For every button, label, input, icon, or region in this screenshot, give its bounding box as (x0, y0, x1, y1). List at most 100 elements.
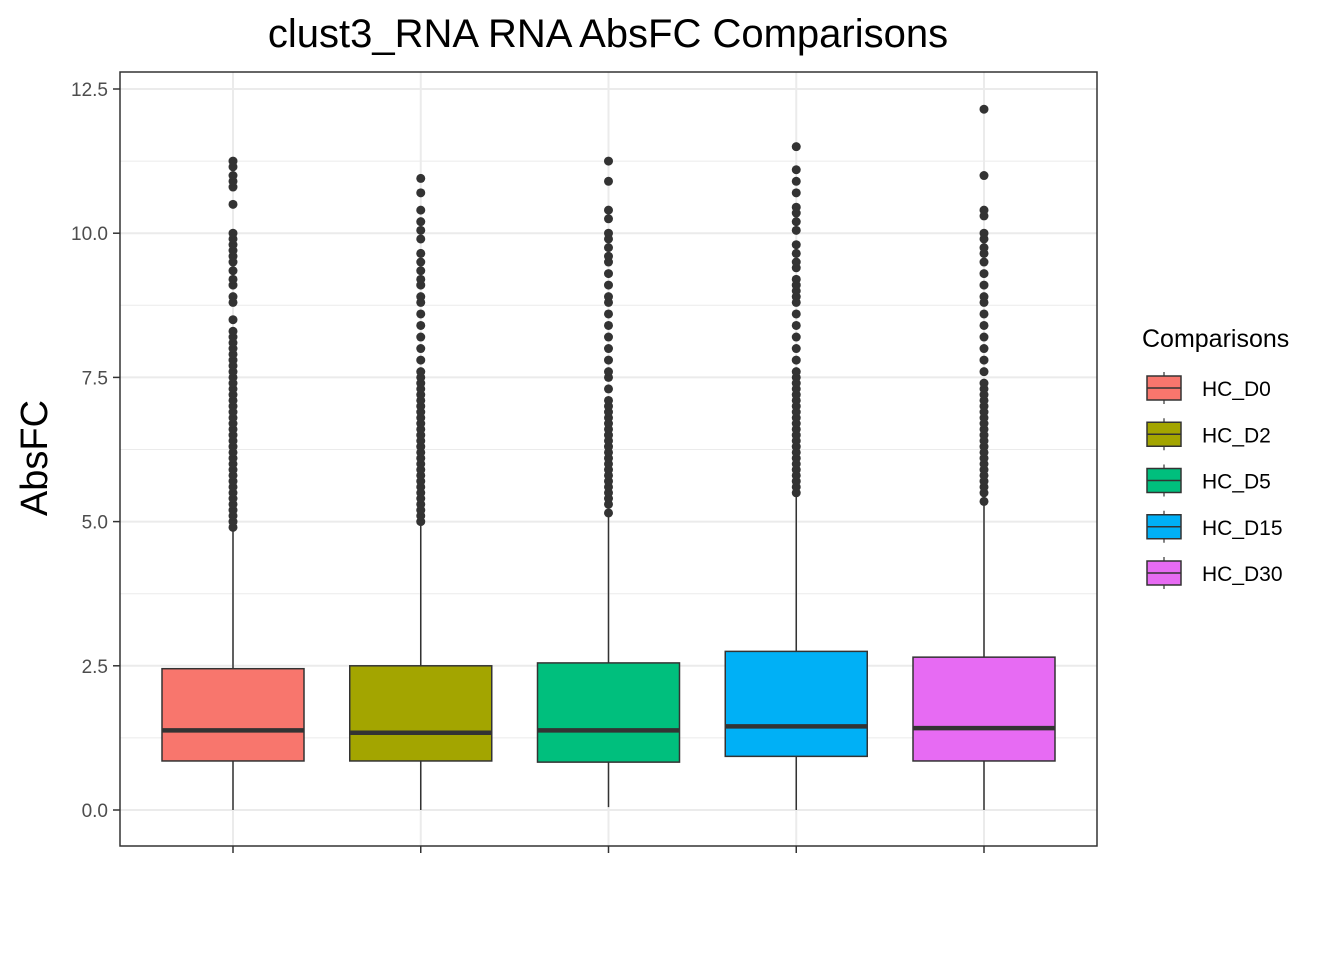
outlier-point (791, 202, 801, 212)
outlier-point (979, 367, 989, 377)
outlier-point (979, 243, 989, 253)
outlier-point (416, 332, 426, 342)
legend-title: Comparisons (1142, 325, 1289, 353)
outlier-point (416, 188, 426, 198)
legend-item-HC_D2: HC_D2 (1146, 418, 1271, 451)
outlier-point (416, 344, 426, 354)
outlier-point (416, 234, 426, 244)
y-tick-label: 10.0 (71, 224, 108, 245)
outlier-point (228, 315, 238, 325)
outlier-point (791, 248, 801, 258)
outlier-point (979, 257, 989, 267)
outlier-point (604, 228, 613, 238)
axes: 0.02.55.07.510.012.5 (71, 71, 1098, 853)
legend-item-HC_D15: HC_D15 (1146, 510, 1283, 543)
outlier-point (979, 355, 989, 365)
outlier-point (791, 355, 801, 365)
outlier-point (416, 309, 426, 319)
box-HC_D2 (349, 173, 493, 810)
outlier-point (228, 228, 238, 238)
outlier-point (979, 269, 989, 279)
outlier-point (791, 165, 801, 175)
y-axis-label: AbsFC (14, 400, 56, 516)
box-HC_D15 (724, 142, 868, 810)
outlier-point (791, 344, 801, 354)
iqr-box (724, 650, 868, 758)
outlier-point (979, 378, 989, 388)
outlier-point (416, 205, 426, 215)
legend-label: HC_D5 (1202, 471, 1271, 494)
outlier-point (979, 309, 989, 319)
y-tick-label: 2.5 (82, 657, 108, 678)
legend-label: HC_D2 (1202, 424, 1271, 447)
outlier-point (791, 320, 801, 330)
legend-item-HC_D5: HC_D5 (1146, 464, 1271, 497)
y-tick-label: 12.5 (71, 80, 108, 101)
outlier-point (416, 248, 426, 258)
outlier-point (791, 309, 801, 319)
iqr-box (912, 656, 1056, 762)
iqr-box (349, 665, 493, 762)
outlier-point (791, 332, 801, 342)
legend-item-HC_D0: HC_D0 (1146, 372, 1271, 404)
outlier-point (791, 217, 801, 227)
outlier-point (604, 332, 613, 342)
legend-label: HC_D30 (1202, 563, 1283, 586)
outlier-point (604, 156, 613, 166)
outlier-point (416, 266, 426, 276)
outlier-point (604, 214, 613, 224)
chart-title: clust3_RNA RNA AbsFC Comparisons (268, 12, 948, 56)
outlier-point (604, 269, 613, 279)
legend-item-HC_D30: HC_D30 (1146, 557, 1283, 589)
iqr-box (536, 662, 681, 763)
outlier-point (791, 188, 801, 198)
outlier-point (416, 257, 426, 267)
y-tick-label: 0.0 (82, 801, 108, 822)
outlier-point (979, 292, 989, 302)
legend-label: HC_D15 (1202, 517, 1283, 540)
outlier-point (416, 320, 426, 330)
outlier-point (604, 243, 613, 253)
outlier-point (416, 173, 426, 183)
outlier-point (791, 225, 801, 235)
outlier-point (979, 332, 989, 342)
iqr-box (161, 667, 305, 762)
box-HC_D30 (912, 104, 1056, 810)
outlier-point (416, 274, 426, 284)
outlier-point (228, 266, 238, 276)
outlier-point (604, 292, 613, 302)
outlier-point (979, 344, 989, 354)
outlier-point (791, 176, 801, 186)
outlier-point (228, 326, 238, 336)
outlier-point (791, 257, 801, 267)
outlier-point (604, 251, 613, 261)
outlier-point (791, 367, 801, 377)
outlier-point (604, 176, 613, 186)
outlier-point (791, 240, 801, 250)
outlier-point (604, 320, 613, 330)
outlier-point (604, 395, 613, 405)
outlier-point (416, 217, 426, 227)
outlier-point (979, 320, 989, 330)
outlier-point (604, 384, 613, 394)
outlier-point (979, 496, 989, 506)
outlier-point (416, 355, 426, 365)
boxplot-series (161, 104, 1056, 810)
outlier-point (979, 205, 989, 215)
outlier-point (979, 280, 989, 290)
outlier-point (604, 280, 613, 290)
outlier-point (416, 367, 426, 377)
outlier-point (979, 104, 989, 114)
box-HC_D0 (161, 156, 305, 810)
outlier-point (228, 171, 238, 181)
outlier-point (604, 367, 613, 377)
outlier-point (604, 309, 613, 319)
outlier-point (228, 274, 238, 284)
outlier-point (604, 355, 613, 365)
outlier-point (416, 225, 426, 235)
legend-label: HC_D0 (1202, 378, 1271, 401)
outlier-point (604, 508, 613, 518)
outlier-point (979, 171, 989, 181)
